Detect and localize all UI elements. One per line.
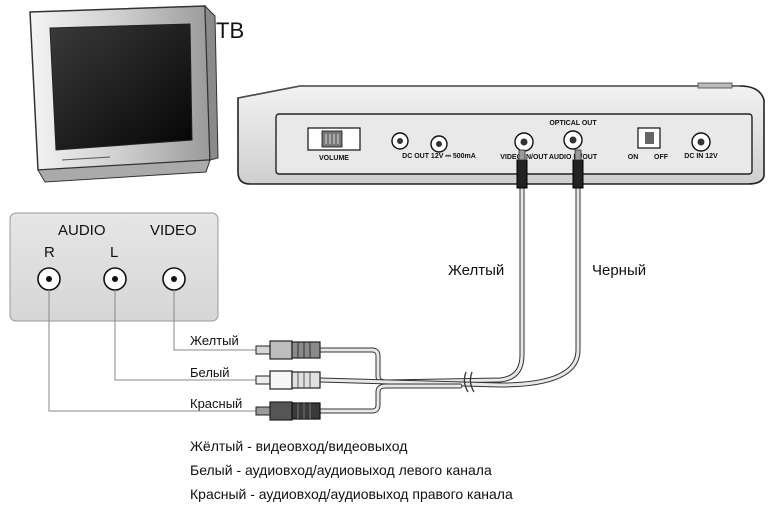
audio-title: AUDIO (58, 222, 106, 239)
black-plug-device (572, 149, 584, 189)
rca-plug-white (255, 370, 321, 390)
audio-in-out-label: AUDIO IN/OUT (549, 154, 598, 161)
legend-line-red: Красный - аудиовход/аудиовыход правого к… (190, 486, 513, 502)
volume-label: VOLUME (319, 155, 349, 162)
video-title: VIDEO (150, 222, 197, 239)
plug-red-label: Красный (190, 396, 243, 411)
cable-black (317, 177, 581, 388)
cable-red (317, 383, 463, 414)
plug-yellow-label: Желтый (190, 333, 239, 348)
optical-out-label: OPTICAL OUT (549, 120, 597, 127)
on-label: ON (628, 154, 639, 161)
dc-out-label: DC OUT 12V ⎓ 500mA (402, 153, 476, 160)
jack-l-label: L (110, 244, 119, 261)
cable-yellow (317, 177, 525, 385)
player-device (237, 82, 765, 185)
tv-label: ТВ (216, 18, 245, 43)
rca-plug-red (255, 401, 321, 421)
legend-line-white: Белый - аудиовход/аудиовыход левого кана… (190, 462, 492, 478)
black-cable-label: Черный (592, 262, 647, 279)
tv-illustration (29, 4, 219, 183)
jack-r-label: R (44, 244, 55, 261)
yellow-plug-device (516, 149, 528, 189)
rca-plug-yellow (255, 340, 321, 360)
yellow-cable-label: Желтый (448, 262, 505, 279)
dc-in-label: DC IN 12V (684, 153, 718, 160)
tv-jack-panel (9, 212, 219, 322)
legend-line-yellow: Жёлтый - видеовход/видеовыход (190, 438, 408, 454)
plug-white-label: Белый (190, 365, 230, 380)
off-label: OFF (654, 154, 669, 161)
